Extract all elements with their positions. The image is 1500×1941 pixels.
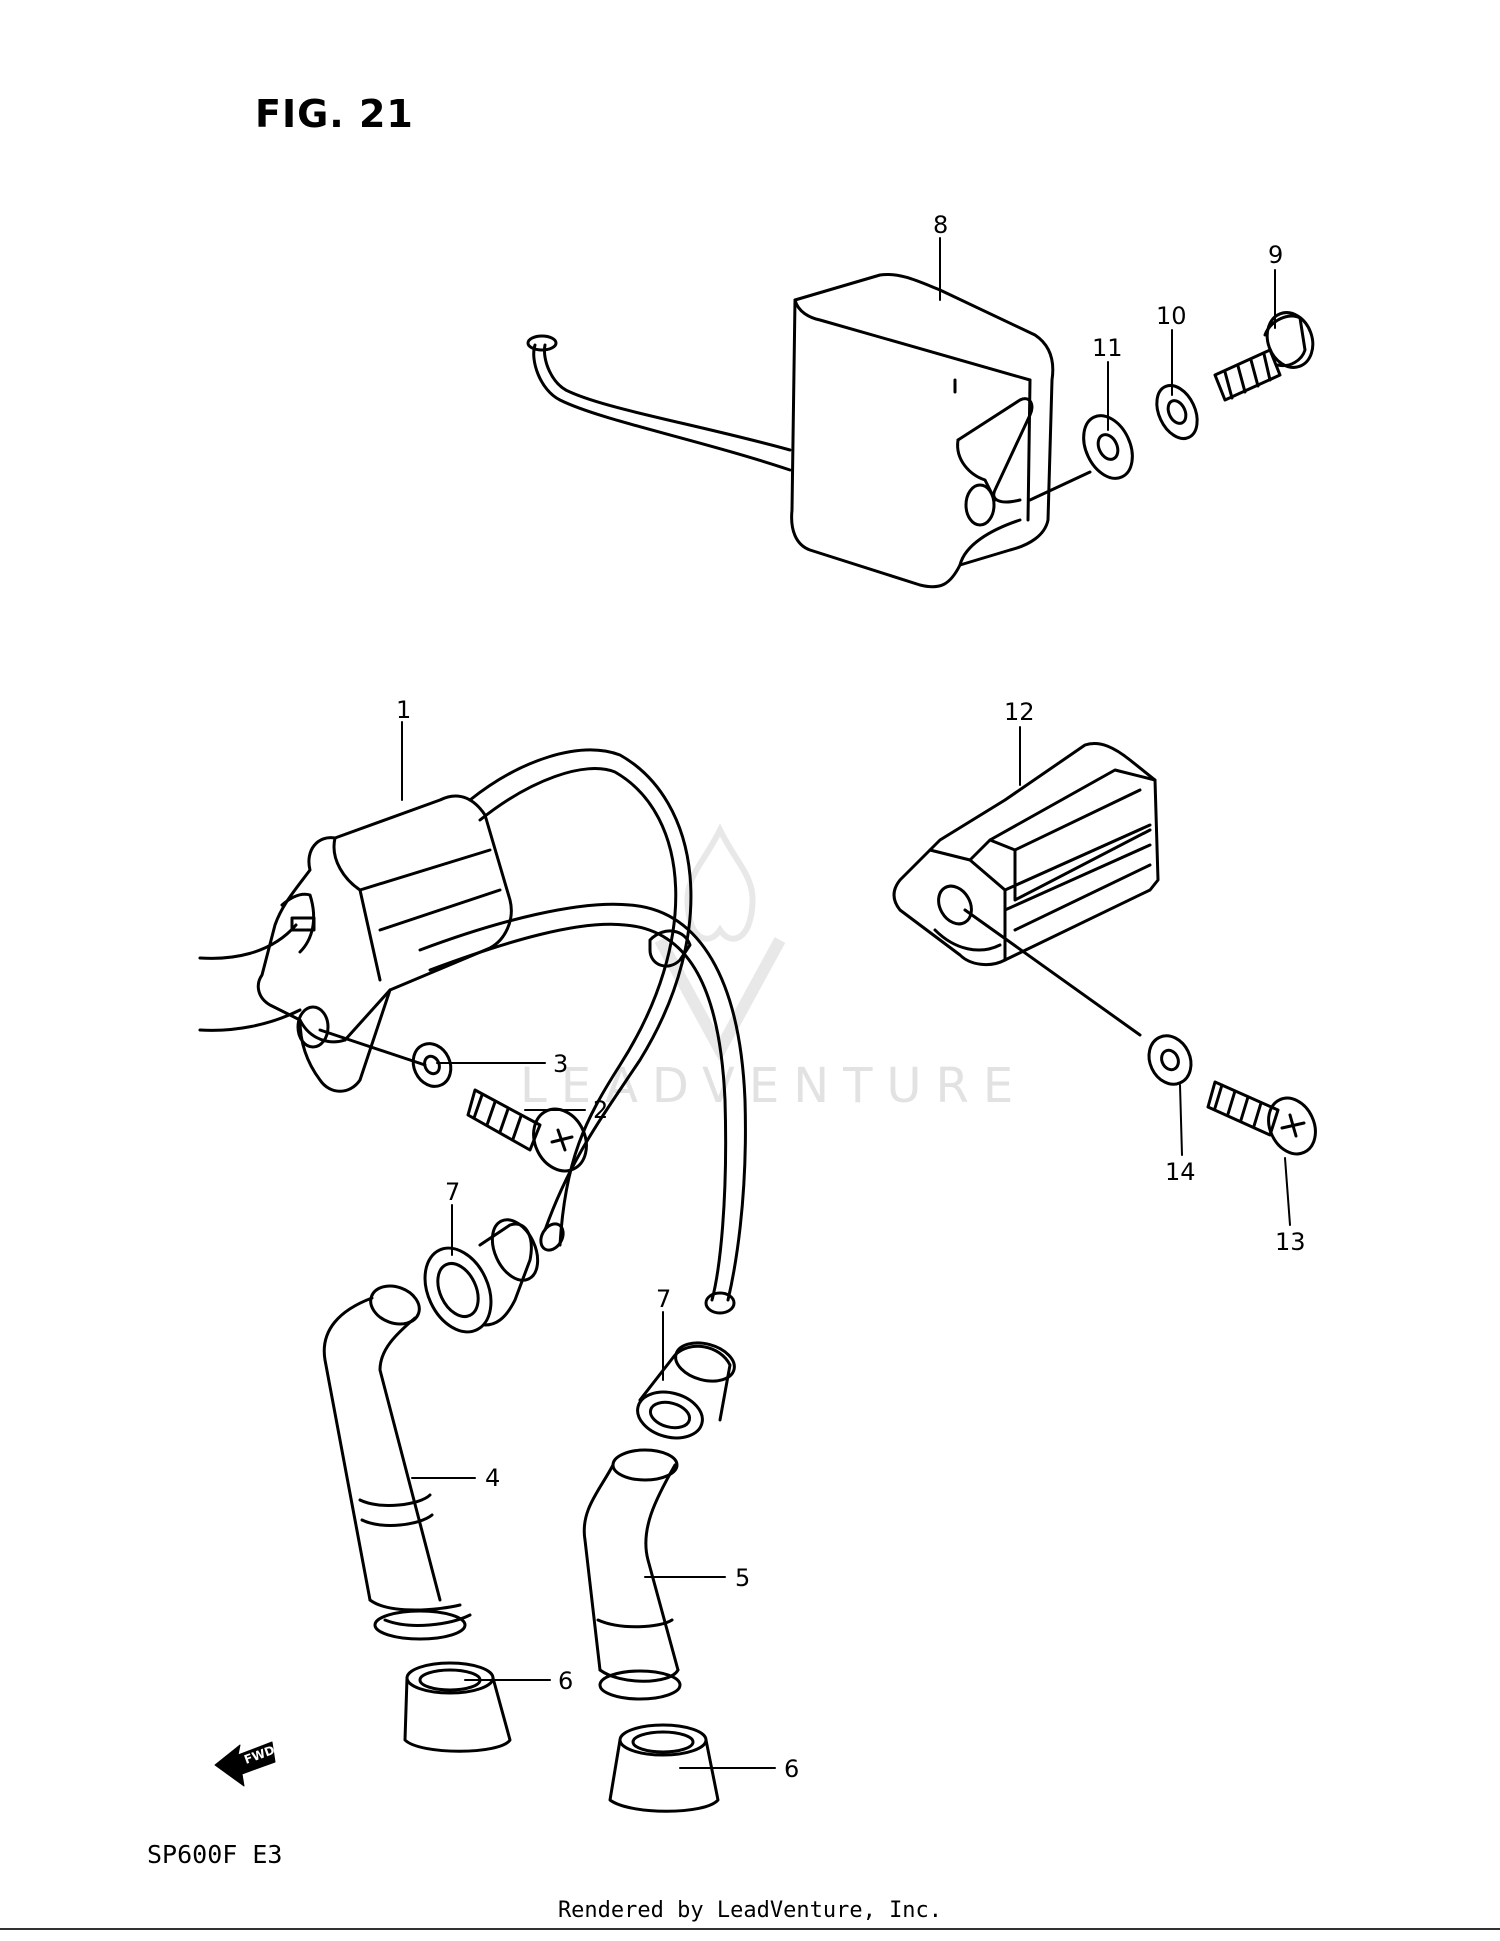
footer-credit: Rendered by LeadVenture, Inc. [557,1898,943,1923]
callout-2: 2 [593,1096,608,1124]
callout-14: 14 [1165,1158,1196,1186]
watermark-text: LEADVENTURE [520,1058,1028,1114]
callout-12: 12 [1004,698,1035,726]
callout-3: 3 [553,1050,568,1078]
callout-7b: 7 [656,1285,671,1313]
callout-7a: 7 [445,1178,460,1206]
figure-title: FIG. 21 [255,92,414,136]
callout-1: 1 [396,696,411,724]
part-washer-11 [1074,408,1142,486]
leader-regulator-washer [965,910,1140,1035]
callout-5: 5 [735,1564,750,1592]
part-cdi-unit [528,274,1053,586]
part-ht-leads [420,750,745,1313]
part-plug-cap-4 [324,1280,470,1639]
leader-cdi-washer [1030,472,1090,500]
part-washer-3 [406,1037,457,1092]
part-cap-7b [632,1337,738,1445]
part-boot-6b [610,1725,718,1811]
callout-6a: 6 [558,1667,573,1695]
callout-6b: 6 [784,1755,799,1783]
part-cap-7a [412,1213,546,1343]
footer-divider [0,1928,1500,1930]
part-bolt-13 [1208,1082,1324,1162]
callout-4: 4 [485,1464,500,1492]
part-bolt-2 [468,1090,596,1180]
part-regulator [894,743,1158,964]
part-lock-washer-10 [1149,379,1205,445]
part-screw-9 [1215,306,1320,400]
callout-11: 11 [1092,334,1123,362]
part-plug-cap-5 [584,1450,680,1699]
callout-8: 8 [933,211,948,239]
fwd-arrow-icon [215,1742,275,1786]
model-code: SP600F E3 [147,1840,283,1869]
callout-leaders [402,238,1290,1768]
callout-9: 9 [1268,241,1283,269]
callout-10: 10 [1156,302,1187,330]
part-ignition-coil [200,796,511,1091]
leader-coil-washer [320,1030,425,1065]
part-boot-6a [405,1663,510,1751]
callout-13: 13 [1275,1228,1306,1256]
part-washer-14 [1141,1029,1198,1091]
